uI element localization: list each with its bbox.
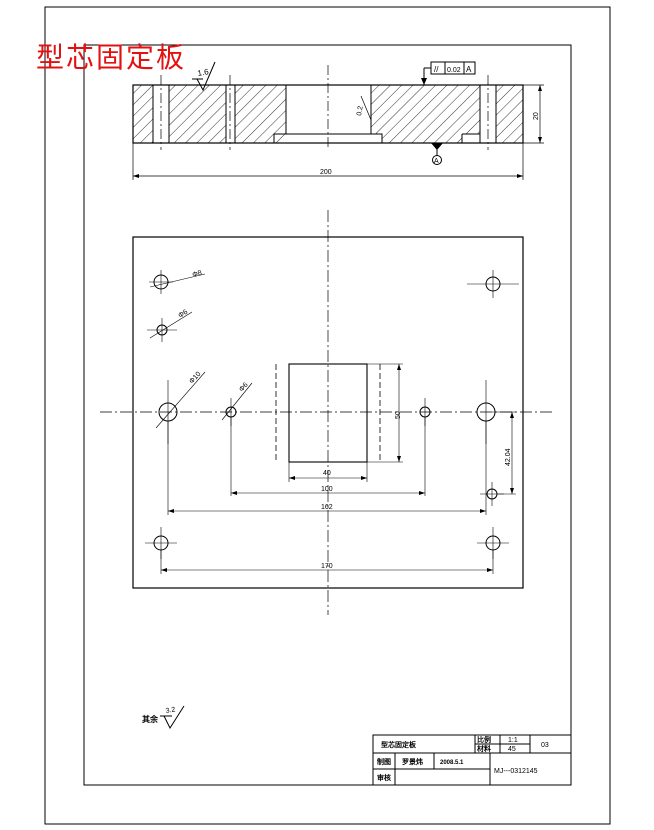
rest-roughness-note: 其余 3.2 bbox=[142, 705, 185, 730]
chamfer-value: 0.2 bbox=[356, 105, 365, 116]
hole-label-3: Φ10 bbox=[188, 371, 202, 386]
overall-width-dimension: 200 bbox=[320, 169, 332, 176]
title-sheet-no: 03 bbox=[541, 742, 549, 749]
parallelism-value: 0.02 bbox=[447, 67, 461, 74]
hole-label-4: Φ6 bbox=[238, 381, 250, 393]
outer-frame bbox=[44, 6, 611, 825]
hole-upper-left-small bbox=[147, 318, 177, 342]
title-drawing-no: MJ---0312145 bbox=[494, 768, 538, 775]
thickness-dimension: 20 bbox=[533, 112, 540, 120]
dimension-42-04: 42.04 bbox=[505, 448, 512, 466]
rest-label: 其余 bbox=[142, 714, 159, 724]
title-material-value: 45 bbox=[508, 746, 516, 753]
roughness-top-value: 1.6 bbox=[197, 67, 210, 78]
section-view: 1.6 // 0.02 A A 0.2 20 200 bbox=[132, 61, 544, 180]
page-title: 型芯固定板 bbox=[36, 41, 187, 74]
parallelism-symbol: // bbox=[434, 65, 439, 74]
pocket-width-dimension: 40 bbox=[323, 470, 331, 477]
inner-frame bbox=[83, 44, 572, 786]
datum-label: A bbox=[434, 158, 439, 165]
dimension-170: 170 bbox=[321, 563, 333, 570]
parallelism-datum: A bbox=[466, 65, 472, 74]
title-ratio-label: 比例 bbox=[477, 735, 491, 744]
title-block: 型芯固定板 比例 1:1 材料 45 03 制图 罗景炜 2008.5.1 审核… bbox=[372, 734, 572, 786]
title-part-name: 型芯固定板 bbox=[381, 740, 417, 749]
plan-view: Φ8 Φ6 Φ10 Φ6 50 40 100 1 bbox=[100, 210, 553, 615]
hole-top-right bbox=[467, 270, 519, 298]
title-drawn-label: 制图 bbox=[377, 757, 391, 766]
rest-roughness-value: 3.2 bbox=[165, 706, 176, 715]
pocket-height-dimension: 50 bbox=[395, 411, 402, 419]
title-date: 2008.5.1 bbox=[440, 760, 464, 766]
core-pocket bbox=[288, 363, 368, 463]
title-checked-label: 审核 bbox=[377, 773, 391, 782]
dimension-162: 162 bbox=[321, 504, 333, 511]
hole-label-2: Φ6 bbox=[177, 309, 189, 320]
title-ratio-value: 1:1 bbox=[508, 737, 518, 744]
hole-top-left bbox=[149, 270, 173, 294]
title-drawn-by: 罗景炜 bbox=[402, 757, 423, 766]
dimension-100: 100 bbox=[321, 486, 333, 493]
hole-label-1: Φ8 bbox=[192, 270, 203, 279]
title-material-label: 材料 bbox=[476, 744, 491, 753]
